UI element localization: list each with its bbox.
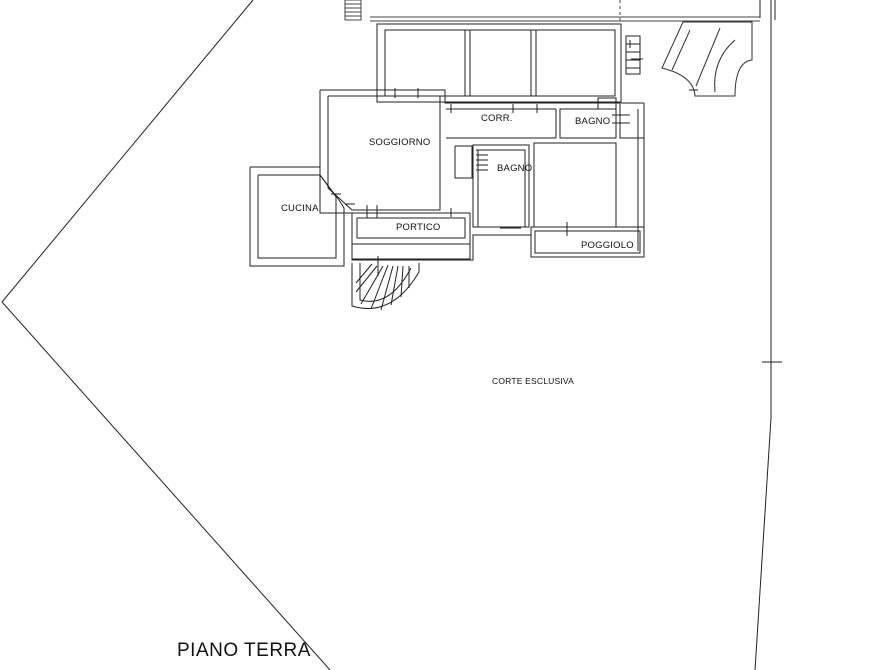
room-label-poggiolo: POGGIOLO (581, 240, 634, 251)
room-label-soggiorno: SOGGIORNO (369, 137, 431, 148)
floor-title: PIANO TERRA (177, 640, 311, 661)
room-label-cucina: CUCINA (281, 203, 319, 214)
room-label-bagno-upper: BAGNO (575, 116, 611, 127)
room-label-corridoio: CORR. (481, 113, 513, 124)
lot-boundary (1, 0, 782, 670)
yard-label: CORTE ESCLUSIVA (492, 376, 575, 386)
curved-ramp (661, 21, 753, 97)
building-walls (249, 23, 645, 267)
opening-marks (283, 40, 698, 259)
room-label-portico: PORTICO (396, 222, 441, 233)
spiral-stair (351, 256, 422, 311)
room-label-bagno-central: BAGNO (497, 163, 533, 174)
top-stair (344, 0, 362, 21)
adjacent-structure (370, 0, 760, 22)
